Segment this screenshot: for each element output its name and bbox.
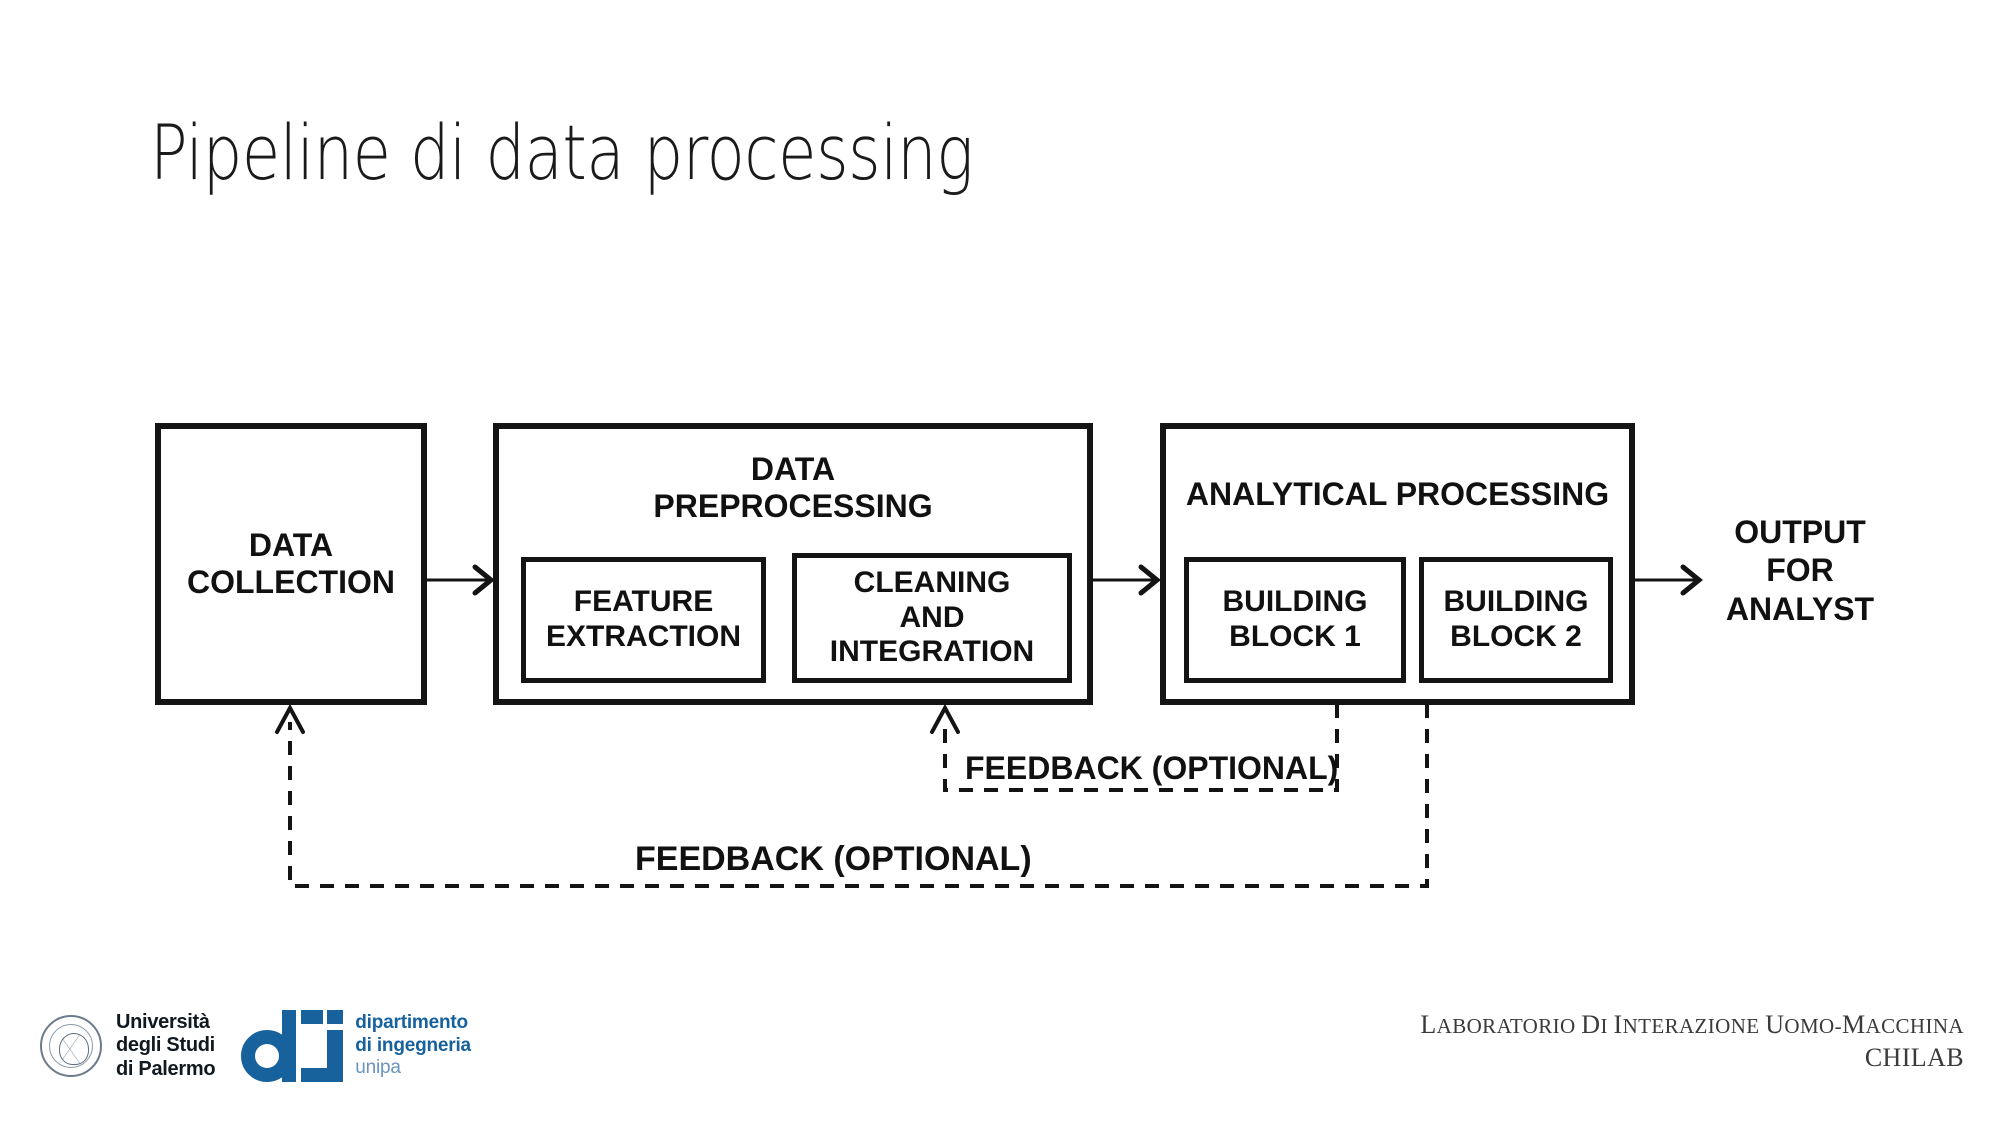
footer-lab-line2: CHILAB	[1864, 1043, 1964, 1072]
unipa-seal-icon	[40, 1015, 102, 1077]
feedback-label-upper: FEEDBACK (OPTIONAL)	[965, 750, 1339, 786]
arrow-preprocessing-to-analytical-icon	[1091, 564, 1161, 596]
arrow-collection-to-preprocessing-icon	[425, 564, 495, 596]
node-label-building-block-1: BUILDING BLOCK 1	[1222, 585, 1368, 653]
feedback-loop-upper	[930, 703, 1339, 792]
dii-department-sub: unipa	[355, 1057, 401, 1079]
node-feature-extraction[interactable]: FEATURE EXTRACTION	[521, 557, 766, 683]
arrow-analytical-to-output-icon	[1633, 564, 1703, 596]
node-analytical-processing[interactable]: ANALYTICAL PROCESSING BUILDING BLOCK 1 B…	[1160, 423, 1635, 705]
node-label-data-collection: DATA COLLECTION	[187, 526, 395, 600]
node-label-data-preprocessing: DATA PREPROCESSING	[653, 451, 933, 525]
unipa-wordmark: Università degli Studi di Palermo	[116, 1011, 216, 1080]
node-output-for-analyst: OUTPUT FOR ANALYST	[1725, 514, 1875, 627]
node-label-building-block-2: BUILDING BLOCK 2	[1443, 585, 1589, 653]
feedback-loop-lower	[275, 703, 1429, 888]
dii-department-name: dipartimento di ingegneria	[355, 1011, 471, 1056]
node-label-feature-extraction: FEATURE EXTRACTION	[546, 585, 741, 653]
node-label-cleaning-and-integration: CLEANING AND INTEGRATION	[829, 565, 1035, 669]
unipa-logo: Università degli Studi di Palermo	[40, 1011, 216, 1081]
dii-logo: dipartimento di ingegneria unipa	[241, 1010, 471, 1082]
node-building-block-2[interactable]: BUILDING BLOCK 2	[1419, 557, 1613, 683]
footer-lab-credit: LABORATORIO DI INTERAZIONE UOMO-MACCHINA…	[1420, 1010, 1964, 1073]
node-data-collection[interactable]: DATA COLLECTION	[155, 423, 427, 705]
node-label-analytical-processing: ANALYTICAL PROCESSING	[1185, 476, 1610, 512]
node-data-preprocessing[interactable]: DATA PREPROCESSING FEATURE EXTRACTION CL…	[493, 423, 1093, 705]
dii-wordmark: dipartimento di ingegneria unipa	[355, 1012, 471, 1080]
footer-logos: Università degli Studi di Palermo dipart…	[40, 1010, 471, 1082]
dii-monogram-icon	[241, 1010, 344, 1082]
feedback-label-lower: FEEDBACK (OPTIONAL)	[635, 840, 1032, 878]
node-cleaning-and-integration[interactable]: CLEANING AND INTEGRATION	[792, 553, 1072, 683]
footer-lab-line1: LABORATORIO DI INTERAZIONE UOMO-MACCHINA	[1420, 1010, 1964, 1039]
node-building-block-1[interactable]: BUILDING BLOCK 1	[1184, 557, 1406, 683]
page-title: Pipeline di data processing	[150, 108, 974, 197]
